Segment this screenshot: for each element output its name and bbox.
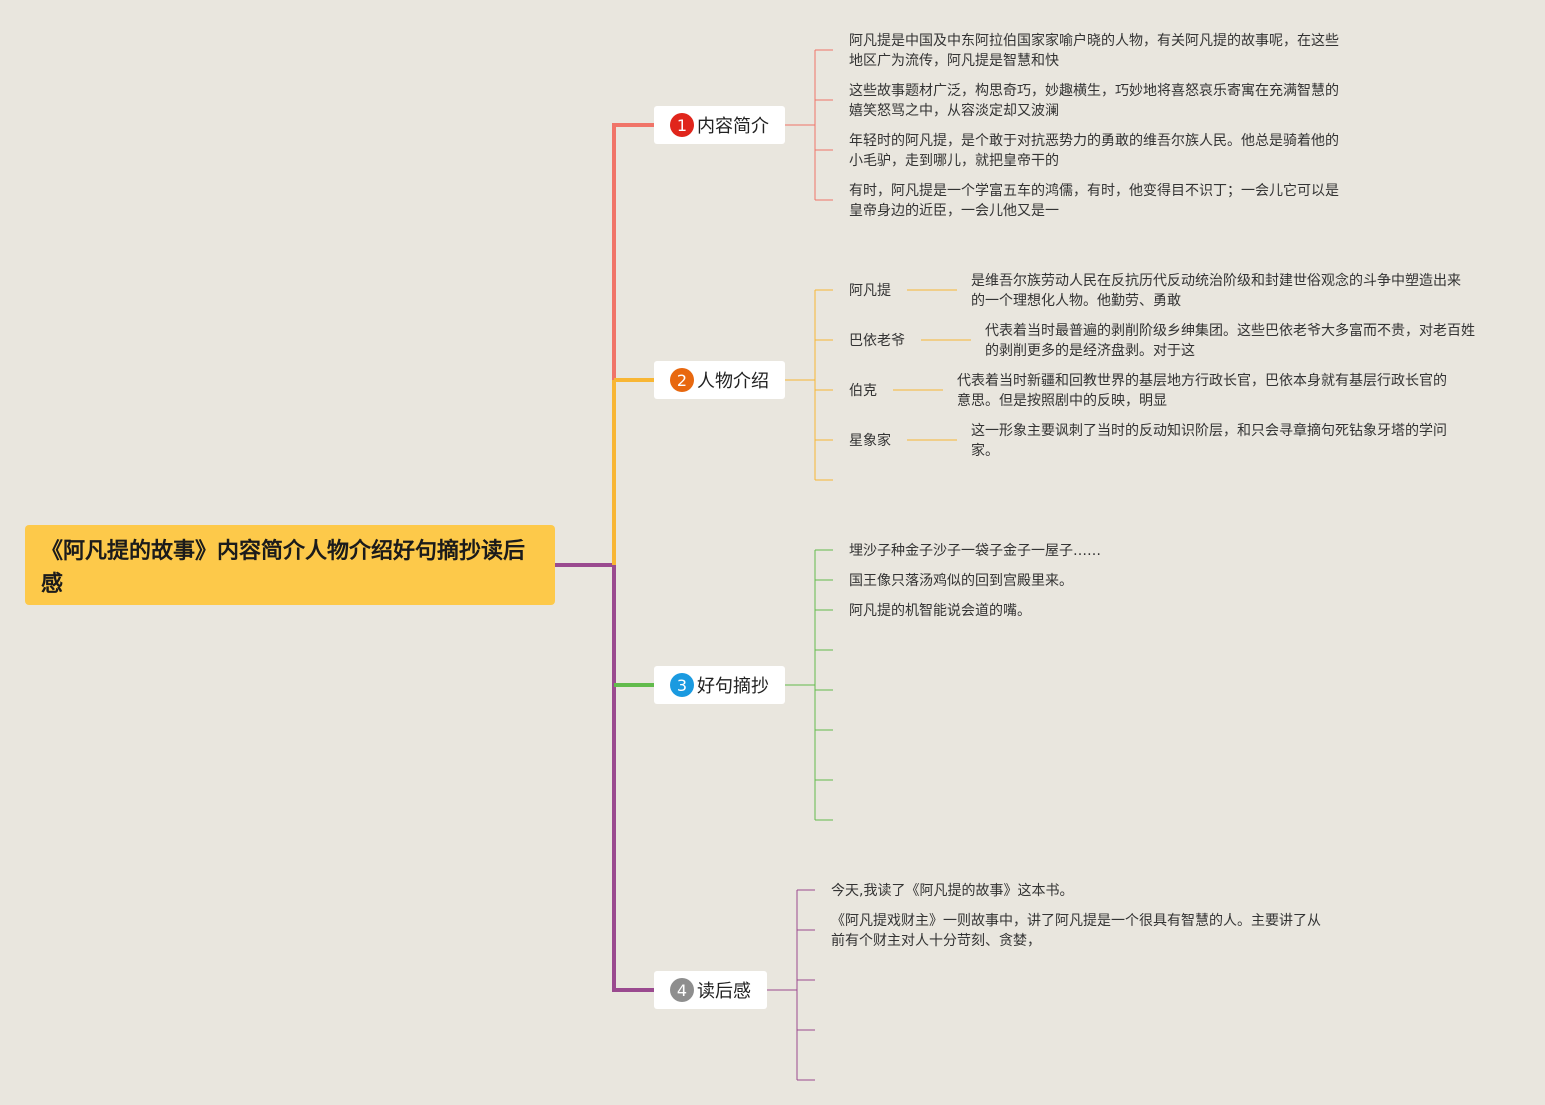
character-name[interactable]: 星象家 <box>849 433 891 449</box>
number-4-icon: 4 <box>670 978 694 1002</box>
branch-2-sublines <box>785 289 971 481</box>
branch-topic-reflection[interactable]: 4 读后感 <box>654 971 767 1009</box>
summary-item[interactable]: 阿凡提是中国及中东阿拉伯国家家喻户晓的人物，有关阿凡提的故事呢，在这些地区广为流… <box>849 33 1339 69</box>
character-desc[interactable]: 是维吾尔族劳动人民在反抗历代反动统治阶级和封建世俗观念的斗争中塑造出来的一个理想… <box>971 273 1461 309</box>
character-name[interactable]: 伯克 <box>849 383 877 399</box>
character-name[interactable]: 巴依老爷 <box>849 333 905 349</box>
branch-label: 人物介绍 <box>697 371 769 392</box>
root-topic[interactable]: 《阿凡提的故事》内容简介人物介绍好句摘抄读后感 <box>25 525 555 605</box>
summary-item[interactable]: 这些故事题材广泛，构思奇巧，妙趣横生，巧妙地将喜怒哀乐寄寓在充满智慧的嬉笑怒骂之… <box>849 83 1339 119</box>
quote-item[interactable]: 阿凡提的机智能说会道的嘴。 <box>849 603 1031 619</box>
branch-3-sublines <box>785 549 833 821</box>
quote-item[interactable]: 国王像只落汤鸡似的回到宫殿里来。 <box>849 573 1073 589</box>
number-2-icon: 2 <box>670 368 694 392</box>
quote-item[interactable]: 埋沙子种金子沙子一袋子金子一屋子…… <box>849 543 1101 559</box>
branch-4-sublines <box>767 889 815 1081</box>
summary-item[interactable]: 有时，阿凡提是一个学富五车的鸿儒，有时，他变得目不识丁；一会儿它可以是皇帝身边的… <box>849 183 1339 219</box>
branch-topic-characters[interactable]: 2 人物介绍 <box>654 361 785 399</box>
character-name[interactable]: 阿凡提 <box>849 283 891 299</box>
character-desc[interactable]: 代表着当时新疆和回教世界的基层地方行政长官，巴依本身就有基层行政长官的意思。但是… <box>957 373 1447 409</box>
character-desc[interactable]: 这一形象主要讽刺了当时的反动知识阶层，和只会寻章摘句死钻象牙塔的学问家。 <box>971 423 1447 459</box>
trunk-lower <box>555 563 655 992</box>
number-1-icon: 1 <box>670 113 694 137</box>
reflection-item[interactable]: 《阿凡提戏财主》一则故事中，讲了阿凡提是一个很具有智慧的人。主要讲了从前有个财主… <box>831 913 1321 949</box>
root-title: 《阿凡提的故事》内容简介人物介绍好句摘抄读后感 <box>41 539 526 597</box>
branch-label: 好句摘抄 <box>697 676 769 697</box>
branch-1-sublines <box>785 49 833 201</box>
reflection-item[interactable]: 今天,我读了《阿凡提的故事》这本书。 <box>831 883 1074 899</box>
character-desc[interactable]: 代表着当时最普遍的剥削阶级乡绅集团。这些巴依老爷大多富而不贵，对老百姓的剥削更多… <box>985 323 1475 359</box>
branch-topic-summary[interactable]: 1 内容简介 <box>654 106 785 144</box>
number-3-icon: 3 <box>670 673 694 697</box>
branch-label: 读后感 <box>697 981 751 1002</box>
branch-topic-quotes[interactable]: 3 好句摘抄 <box>654 666 785 704</box>
branch-label: 内容简介 <box>697 116 769 137</box>
summary-item[interactable]: 年轻时的阿凡提，是个敢于对抗恶势力的勇敢的维吾尔族人民。他总是骑着他的小毛驴，走… <box>849 133 1339 169</box>
trunk-branch-1 <box>555 123 655 567</box>
